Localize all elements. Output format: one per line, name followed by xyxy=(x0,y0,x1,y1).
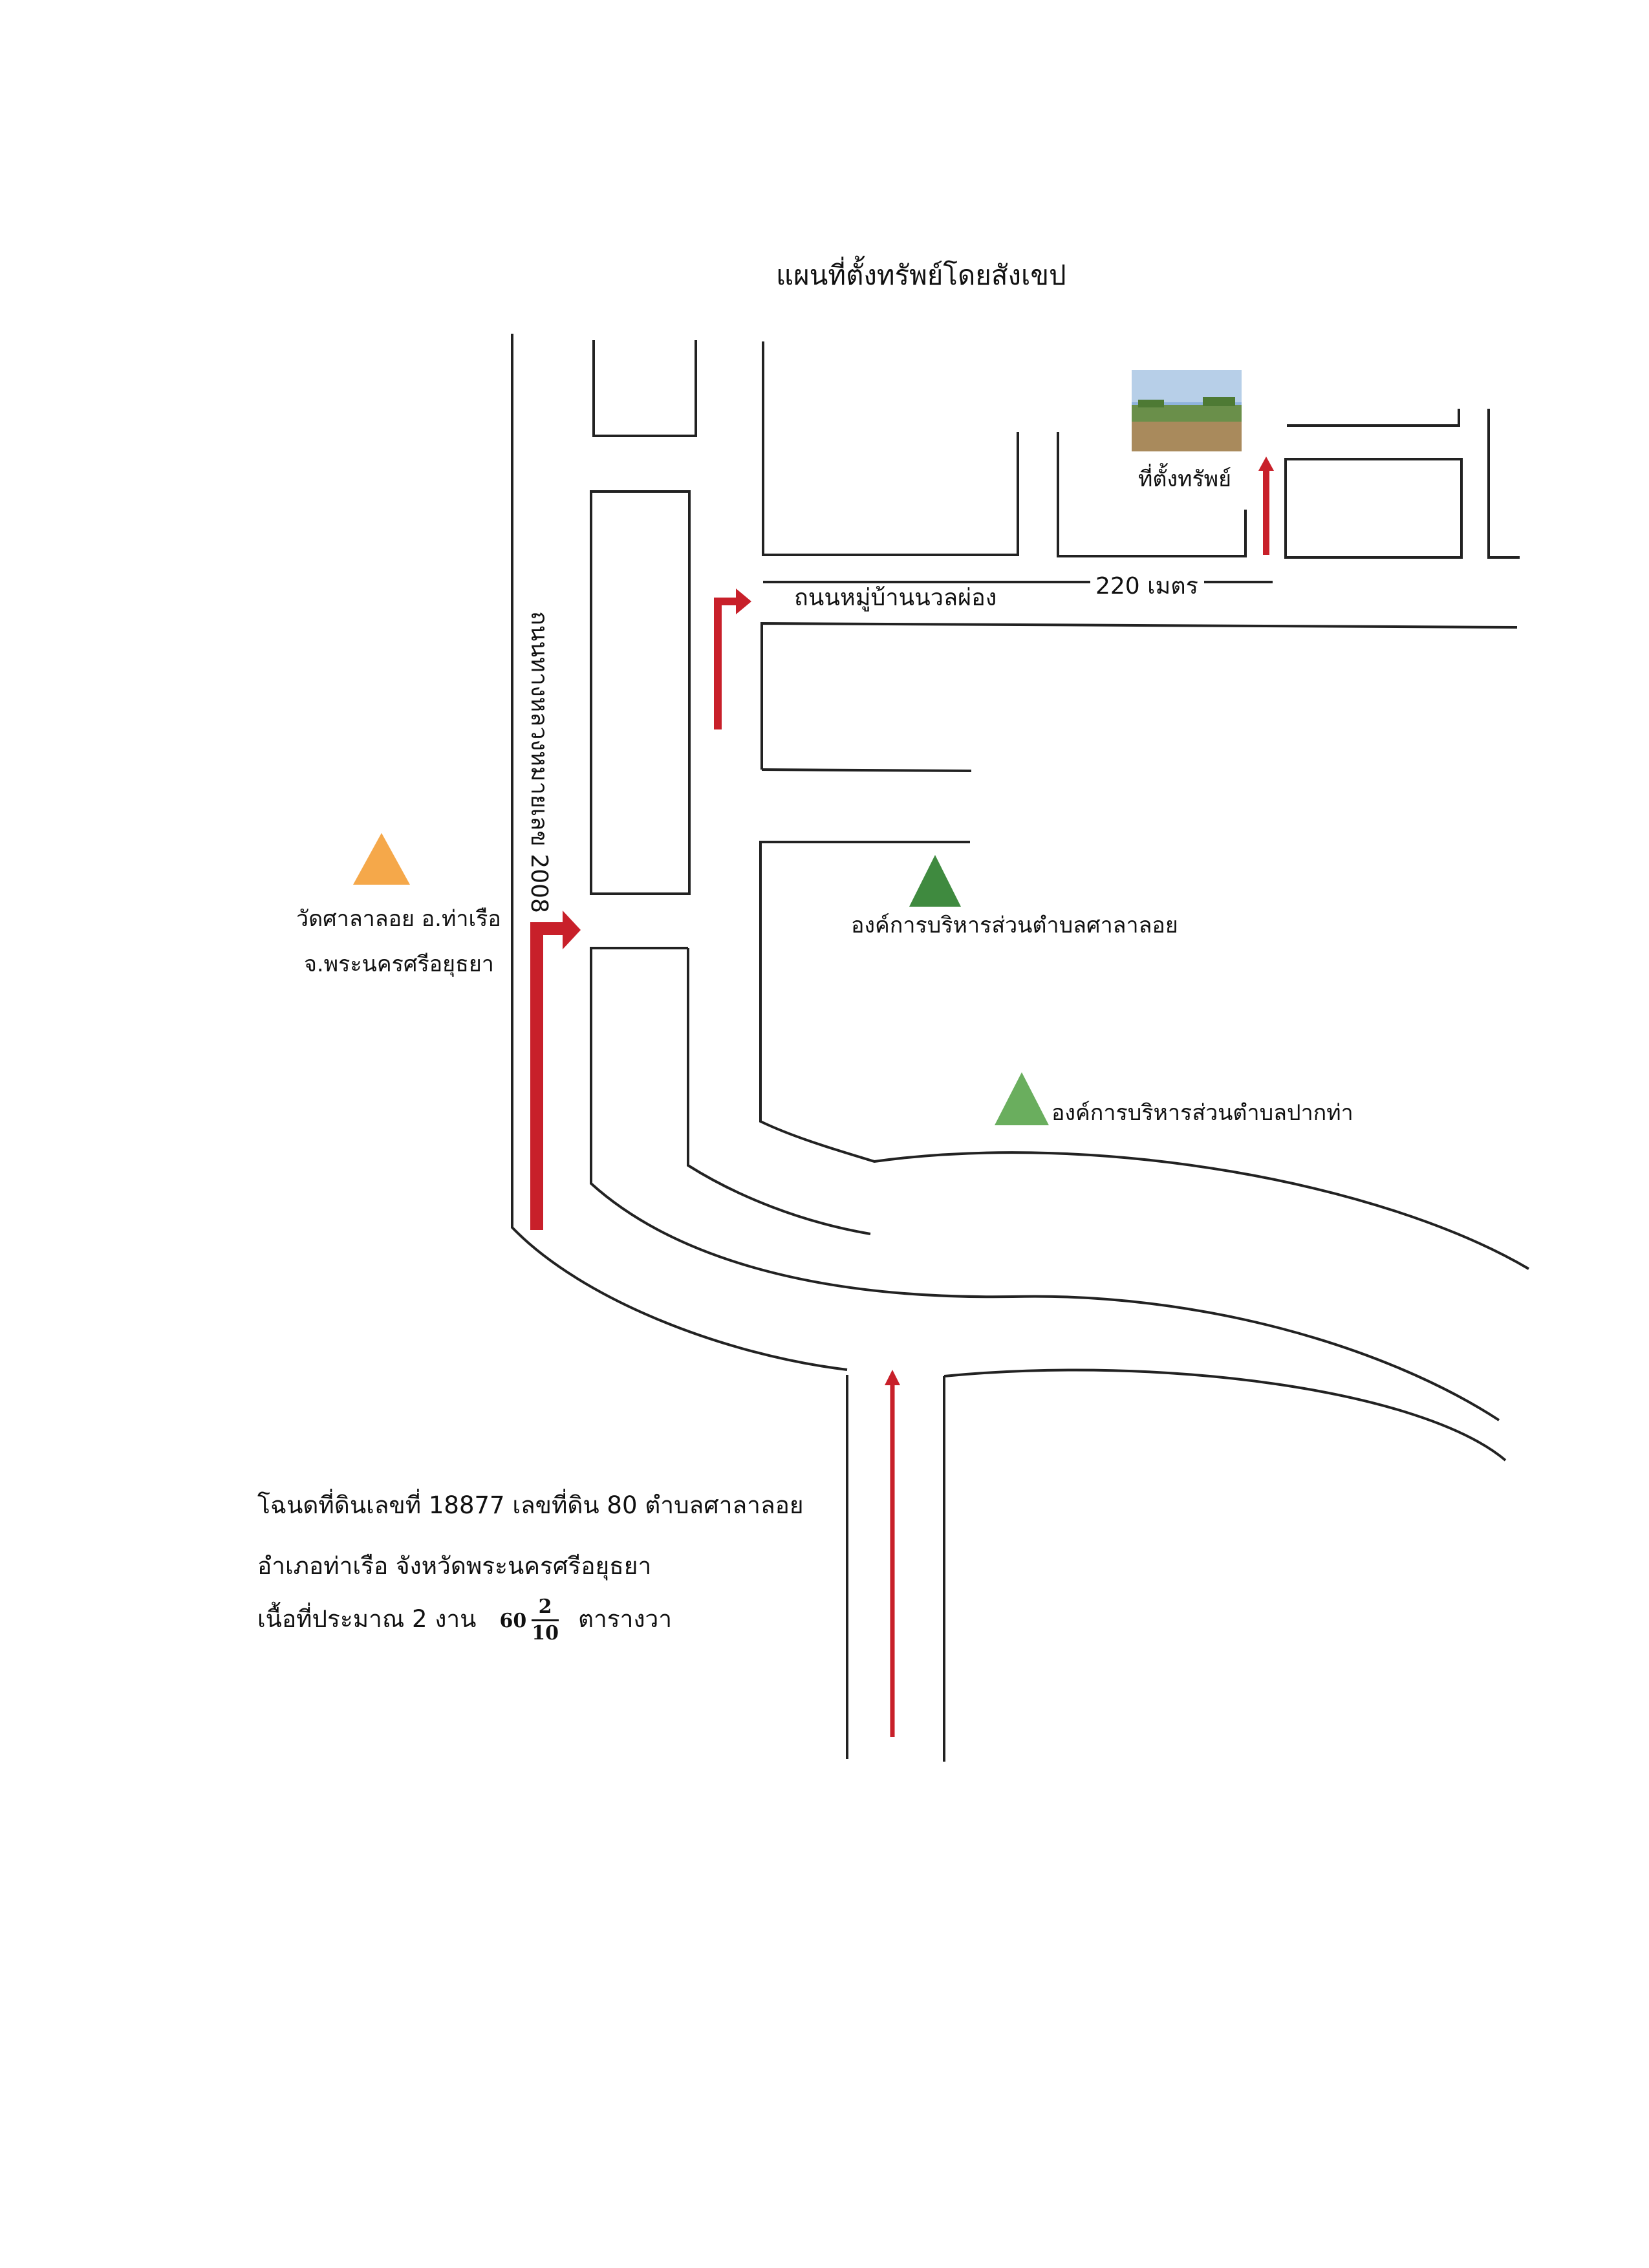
highway-label: ถนนทางหลวงหมายเลข 2008 xyxy=(526,611,552,913)
road-edge xyxy=(762,341,1019,556)
area-denominator: 10 xyxy=(532,1622,559,1645)
area-prefix: เนื้อที่ประมาณ 2 งาน xyxy=(257,1605,477,1633)
area-numerator: 2 xyxy=(532,1597,559,1621)
route-arrows xyxy=(530,457,1274,1737)
sao-sala-loi-label: องค์การบริหารส่วนตำบลศาลาลอย xyxy=(851,913,1178,938)
red-arrow-icon xyxy=(530,922,565,1230)
road-lines xyxy=(511,334,1530,1762)
area-suffix: ตารางวา xyxy=(577,1605,673,1633)
temple-province-label: จ.พระนครศรีอยุธยา xyxy=(304,951,494,977)
temple-label: วัดศาลาลอย อ.ท่าเรือ xyxy=(296,906,501,932)
road-edge xyxy=(1487,409,1520,559)
green-triangle-icon xyxy=(909,855,961,907)
sao-pak-tha-label: องค์การบริหารส่วนตำบลปากท่า xyxy=(1051,1100,1353,1126)
road-edge xyxy=(687,948,871,1235)
property-label: ที่ตั้งทรัพย์ xyxy=(1138,463,1231,492)
red-arrow-icon xyxy=(736,589,751,614)
red-arrow-icon xyxy=(563,911,581,949)
area-whole: 60 xyxy=(499,1610,527,1632)
road-edge xyxy=(759,841,1530,1270)
red-arrow-icon xyxy=(1258,457,1274,471)
road-edge xyxy=(760,621,1518,770)
distance-label: 220 เมตร xyxy=(1095,573,1198,599)
road-edge xyxy=(590,947,1500,1421)
orange-triangle-icon xyxy=(353,833,410,885)
map-title: แผนที่ตั้งทรัพย์โดยสังเขป xyxy=(776,259,1066,291)
land-photo-icon xyxy=(1132,370,1242,451)
road-edge xyxy=(592,340,697,437)
road-edge xyxy=(1284,458,1463,559)
road-edge xyxy=(590,490,691,895)
village-road-label: ถนนหมู่บ้านนวลผ่อง xyxy=(794,585,997,612)
road-edge xyxy=(761,768,972,772)
red-arrow-icon xyxy=(885,1370,900,1385)
road-edge xyxy=(1287,409,1460,427)
road-edge xyxy=(943,1368,1507,1462)
deed-line-1: โฉนดที่ดินเลขที่ 18877 เลขที่ดิน 80 ตำบล… xyxy=(257,1491,804,1519)
road-edge xyxy=(1057,432,1247,557)
red-arrow-icon xyxy=(714,598,738,729)
road-edge xyxy=(511,334,848,1371)
green-triangle-icon xyxy=(995,1072,1049,1125)
deed-line-2: อำเภอท่าเรือ จังหวัดพระนครศรีอยุธยา xyxy=(257,1552,652,1580)
